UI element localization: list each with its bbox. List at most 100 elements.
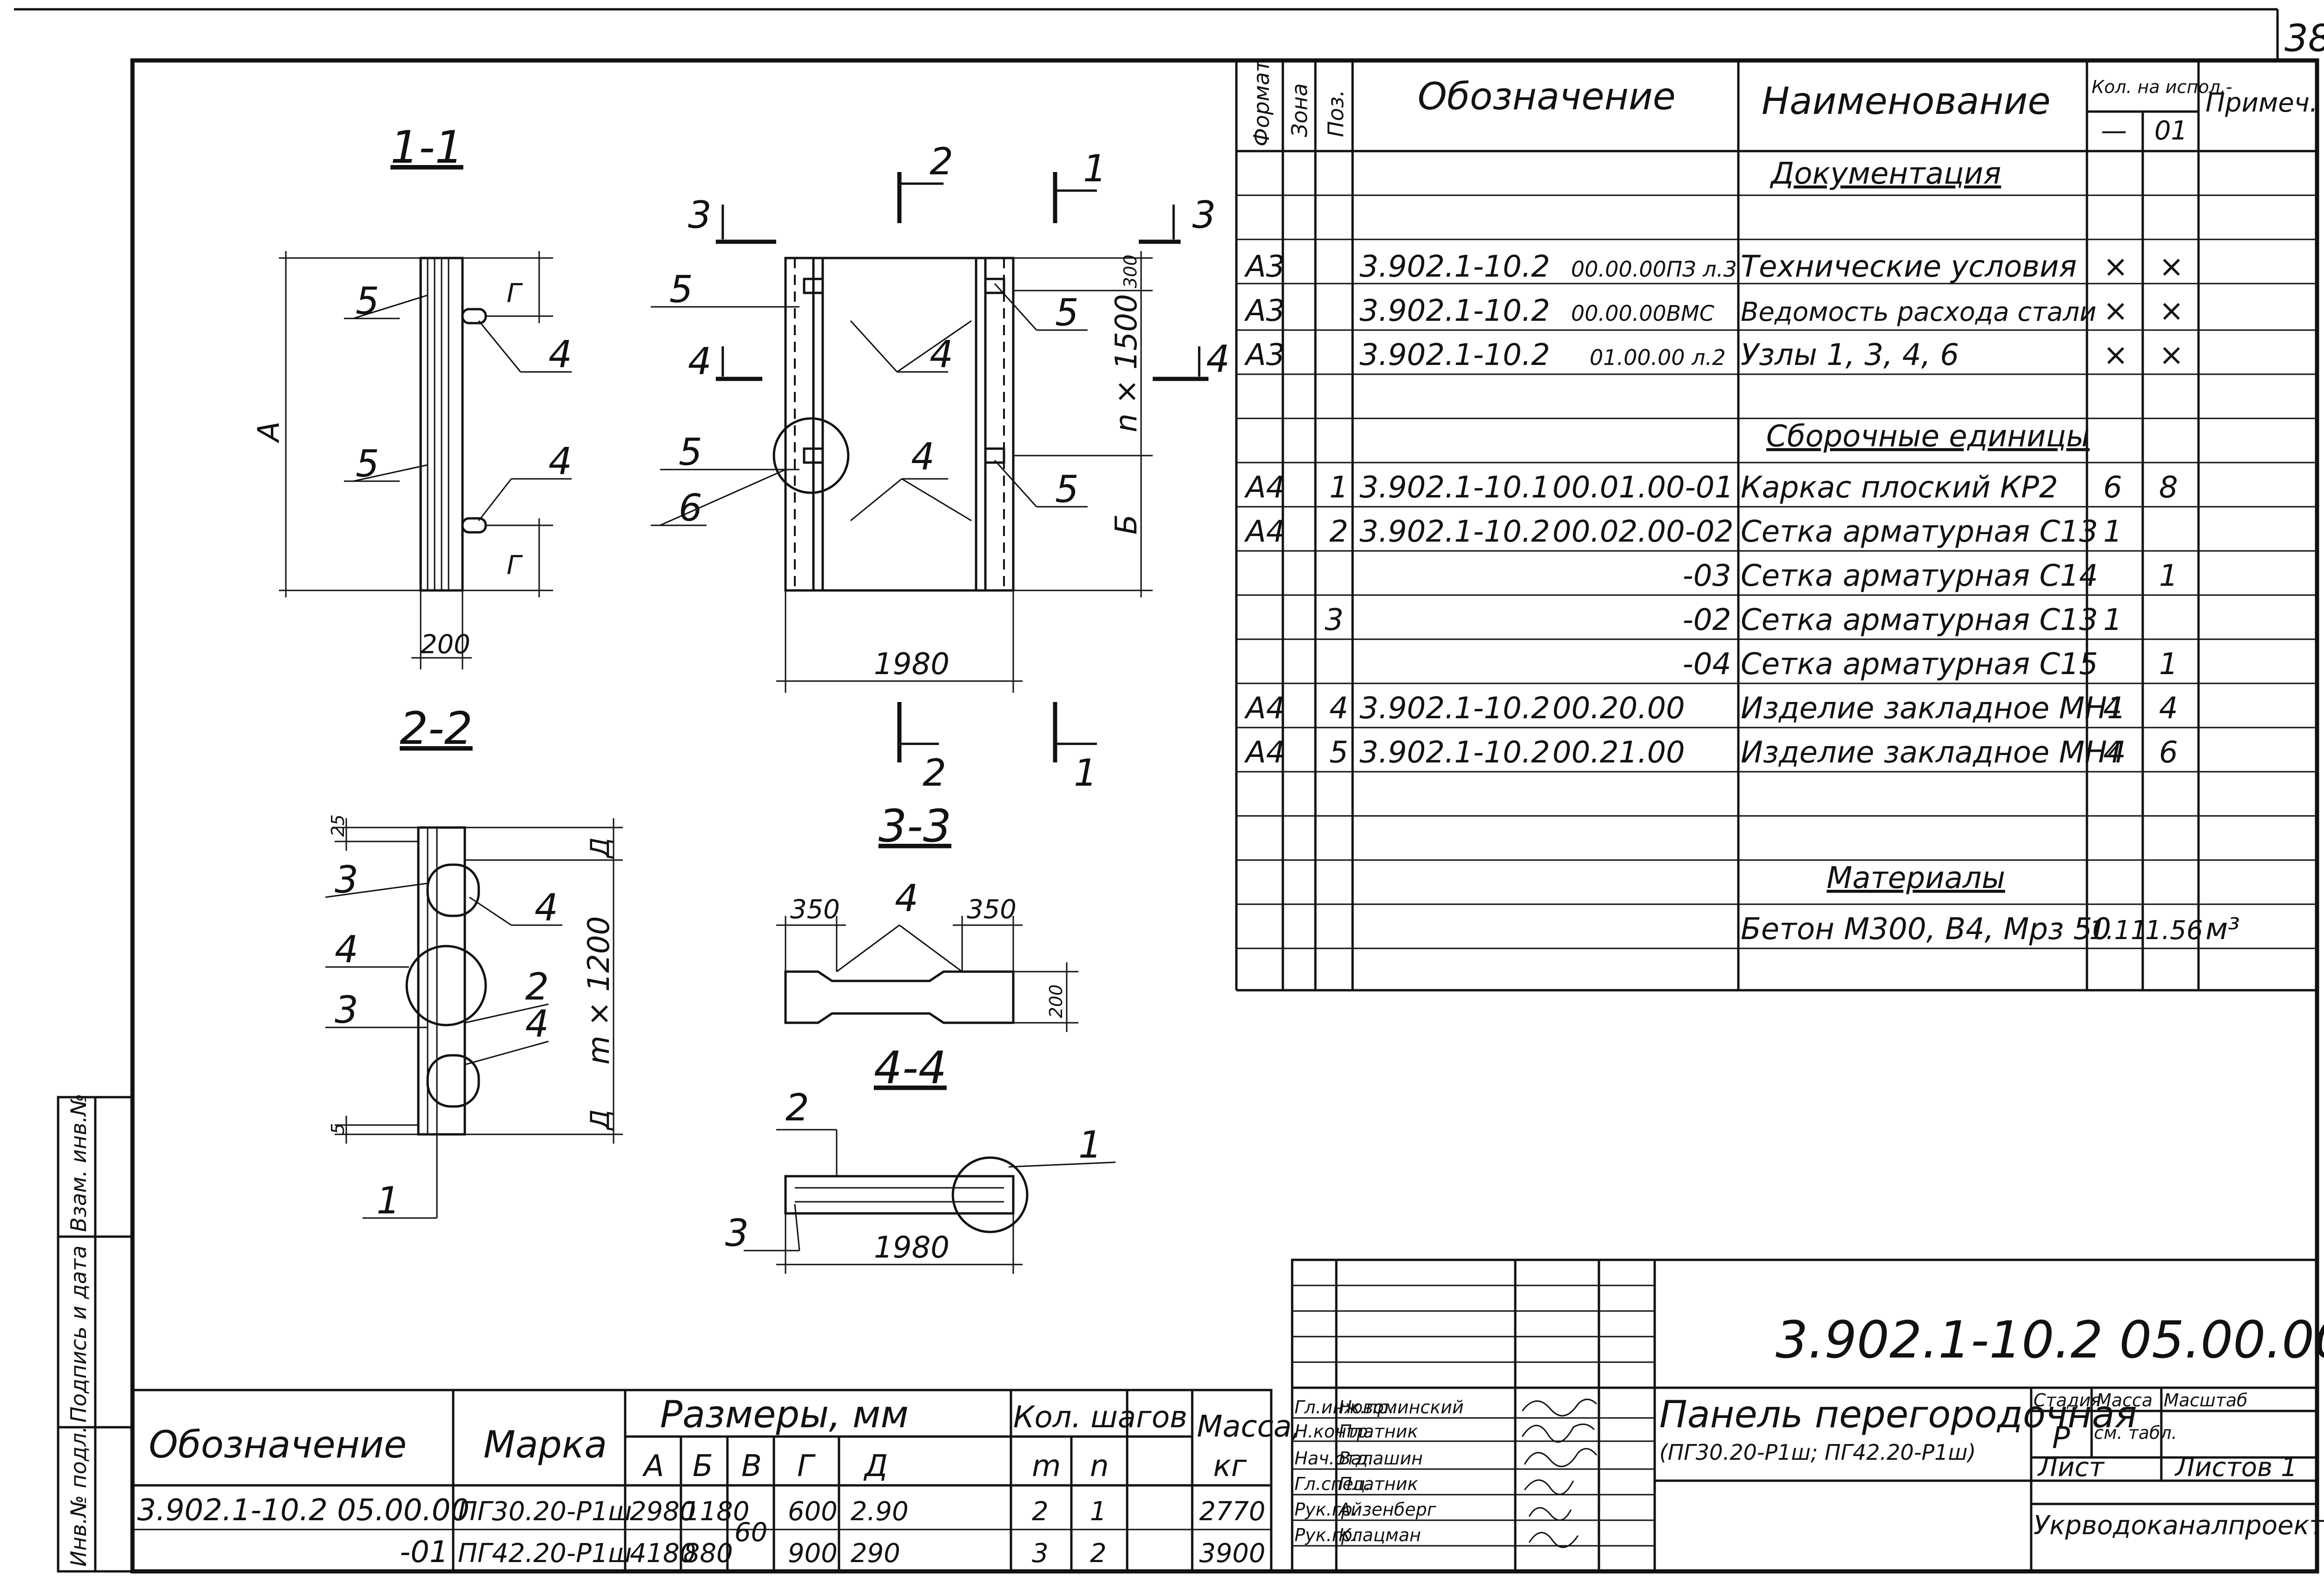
spec-h-designation: Обозначение (1418, 75, 1676, 118)
spec-doc-row: А3 3.902.1-10.2 00.00.00ПЗ л.3 Техническ… (1244, 250, 2184, 284)
svg-text:00.20.00: 00.20.00 (1552, 691, 1685, 726)
svg-text:Каркас плоский КР2: Каркас плоский КР2 (1741, 470, 2058, 505)
svg-text:2: 2 (1032, 1497, 1049, 1527)
s33-callout-4: 4 (895, 877, 918, 920)
svg-text:Узлы 1, 3, 4, 6: Узлы 1, 3, 4, 6 (1741, 338, 1959, 372)
s33-dim-height: 200 (1046, 984, 1066, 1018)
sheet-number: 38 (2284, 17, 2324, 60)
size-h-a: А (642, 1449, 664, 1483)
cut-label-1-top: 1 (1083, 147, 1107, 190)
svg-text:Рук.гр.: Рук.гр. (1294, 1499, 1358, 1520)
detail-circle-6 (772, 417, 850, 494)
section-1-1: 1-1 А 200 Г Г 5 5 4 (252, 121, 572, 669)
s22-callout-4c: 4 (525, 1002, 549, 1046)
svg-text:1: 1 (1329, 470, 1348, 505)
svg-text:1.11: 1.11 (2089, 915, 2147, 946)
svg-text:ПГ42.20-Р1ш: ПГ42.20-Р1ш (458, 1538, 632, 1569)
svg-text:Бетон М300, В4, Мрз 50: Бетон М300, В4, Мрз 50 (1741, 912, 2111, 947)
front-callout-5c: 5 (679, 430, 702, 474)
section-3-3: 3-3 350 350 200 4 (776, 800, 1078, 1032)
svg-text:1: 1 (1090, 1497, 1107, 1527)
svg-text:Изделие закладное МН4: Изделие закладное МН4 (1741, 735, 2126, 770)
cut-label-2-bottom: 2 (923, 751, 946, 795)
svg-text:00.00.00ПЗ л.3: 00.00.00ПЗ л.3 (1571, 257, 1737, 282)
s11-dim-g-top: Г (507, 278, 523, 309)
svg-text:×: × (2103, 338, 2128, 372)
title-scale-label: Масштаб (2164, 1390, 2248, 1411)
spec-doc-row: А3 3.902.1-10.2 00.00.00ВМС Ведомость ра… (1244, 294, 2184, 328)
svg-text:1180: 1180 (683, 1497, 750, 1527)
title-sheet-label: Лист (2037, 1452, 2105, 1483)
s11-callout-4a: 4 (548, 333, 572, 376)
staff-row: Гл.инж.пр. Новоминский (1294, 1397, 1464, 1417)
svg-text:3.902.1-10.1: 3.902.1-10.1 (1360, 470, 1550, 505)
svg-text:00.02.00-02: 00.02.00-02 (1552, 515, 1734, 549)
spec-h-qty: Кол. на испол.- (2092, 77, 2232, 97)
s11-callout-4b: 4 (548, 440, 572, 483)
svg-text:5: 5 (1329, 735, 1348, 770)
svg-text:ПГ30.20-Р1ш: ПГ30.20-Р1ш (458, 1497, 632, 1527)
s22-dim-d-bottom: Д (585, 1109, 615, 1131)
svg-text:2.90: 2.90 (851, 1497, 909, 1527)
s11-callout-5b: 5 (356, 442, 379, 485)
staff-row: Гл.спец. Платник (1294, 1474, 1418, 1494)
svg-text:4: 4 (2103, 735, 2122, 770)
svg-text:Ведомость расхода стали: Ведомость расхода стали (1741, 297, 2096, 327)
signatures (1521, 1398, 1598, 1548)
title-name-line2: (ПГ30.20-Р1ш; ПГ42.20-Р1ш) (1659, 1440, 1976, 1465)
svg-text:3.902.1-10.2: 3.902.1-10.2 (1360, 515, 1550, 549)
cut-label-4-left: 4 (688, 340, 712, 383)
front-callout-6: 6 (679, 486, 702, 530)
s22-dim-span: m × 1200 (582, 916, 616, 1065)
svg-text:-02: -02 (1683, 603, 1731, 637)
svg-text:2: 2 (1329, 515, 1348, 549)
svg-text:4: 4 (2103, 691, 2122, 726)
svg-text:2: 2 (1090, 1538, 1107, 1569)
svg-text:Сетка арматурная С15: Сетка арматурная С15 (1741, 647, 2098, 682)
spec-h-note: Примеч. (2205, 88, 2318, 118)
size-h-g: Г (797, 1449, 816, 1483)
front-dim-span: n × 1500 (1109, 294, 1144, 432)
svg-text:3: 3 (1325, 603, 1344, 637)
size-h-n: n (1090, 1449, 1109, 1483)
svg-text:Платник: Платник (1339, 1474, 1418, 1494)
size-row: 3.902.1-10.2 05.00.00 ПГ30.20-Р1ш 2980 1… (137, 1493, 1266, 1548)
svg-text:1: 1 (2103, 515, 2122, 549)
spec-h-format: Формат (1249, 59, 1274, 146)
svg-text:3.902.1-10.2: 3.902.1-10.2 (1360, 250, 1550, 284)
title-org: Укрводоканалпроект (2034, 1510, 2324, 1541)
spec-assembly-row: А4 5 3.902.1-10.2 00.21.00 Изделие закла… (1244, 735, 2178, 770)
side-stamp: Взам. инв.№ Подпись и дата Инв.№ подл. (57, 1093, 134, 1573)
front-view: 3 3 4 4 2 1 2 1 1980 300 n × 1500 Б (651, 140, 1230, 795)
spec-assembly-row: А4 4 3.902.1-10.2 00.20.00 Изделие закла… (1244, 691, 2178, 726)
svg-text:А3: А3 (1244, 294, 1285, 328)
s44-callout-3: 3 (725, 1212, 749, 1255)
svg-text:Рук.гр.: Рук.гр. (1294, 1525, 1358, 1545)
svg-text:-01: -01 (400, 1535, 449, 1570)
spec-h-zone: Зона (1287, 83, 1312, 137)
section-2-2-title: 2-2 (400, 702, 473, 755)
front-callout-5b: 5 (1055, 291, 1079, 334)
front-callout-4a: 4 (930, 333, 953, 376)
svg-text:м³: м³ (2205, 912, 2240, 947)
spec-table: Формат Зона Поз. Обозначение Наименовани… (1235, 59, 2318, 992)
svg-text:Сетка арматурная С13: Сетка арматурная С13 (1741, 515, 2098, 549)
svg-text:3900: 3900 (1199, 1538, 1266, 1569)
spec-section-assemblies: Сборочные единицы (1766, 419, 2090, 454)
side-sign-date: Подпись и дата (66, 1245, 91, 1423)
svg-text:Нач.отд.: Нач.отд. (1294, 1448, 1373, 1469)
s44-callout-1: 1 (1078, 1123, 1102, 1166)
cut-label-4-right: 4 (1206, 338, 1230, 381)
s11-dim-g-bottom: Г (507, 550, 523, 581)
section-2-2: 2-2 25 5 Д m × 1200 Д 3 4 4 3 2 (325, 702, 623, 1222)
svg-text:3.902.1-10.2: 3.902.1-10.2 (1360, 735, 1550, 770)
svg-text:600: 600 (788, 1497, 838, 1527)
s22-callout-4b: 4 (335, 928, 358, 971)
title-stage-label: Стадия (2034, 1390, 2101, 1411)
size-h-steps: Кол. шагов (1013, 1400, 1187, 1435)
svg-text:Технические условия: Технические условия (1741, 250, 2077, 284)
spec-assembly-row: -04 Сетка арматурная С15 1 (1683, 647, 2178, 682)
s22-callout-2: 2 (525, 965, 549, 1008)
size-row: -01 ПГ42.20-Р1ш 4180 880 900 290 3 2 390… (400, 1535, 1266, 1570)
svg-text:4180: 4180 (630, 1538, 696, 1569)
